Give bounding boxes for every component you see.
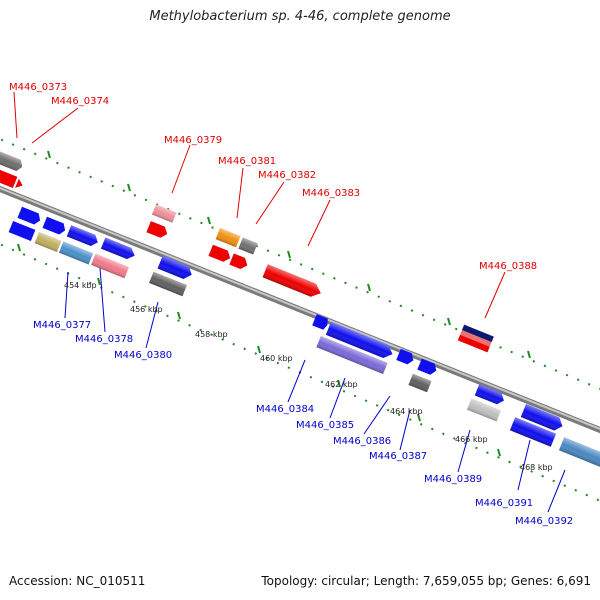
gene-label: M446_0389 [424,474,482,485]
gene-top-red-2 [146,221,168,238]
gene-M446_0385 [316,335,388,375]
gene-label: M446_0381 [218,156,276,167]
gene-M446_0379 [151,204,177,223]
gene-features [0,148,600,467]
gene-M446_0388 [457,324,494,353]
gene-M446_0384 [325,321,393,358]
gene-label: M446_0380 [114,350,172,361]
kbp-label: 460 kbp [260,354,293,363]
gene-label: M446_0383 [302,188,360,199]
gene-label: M446_0379 [164,135,222,146]
gene-label: M446_0374 [51,96,109,107]
genome-title: Methylobacterium sp. 4-46, complete geno… [149,9,451,24]
gene-top-red-4 [229,253,248,270]
gene-bottom-blue-6 [157,255,192,279]
kbp-label: 464 kbp [390,407,423,416]
kbp-label: 458 kbp [195,330,228,339]
gene-bottom-blue-1 [17,206,41,225]
gene-label: M446_0392 [515,516,573,527]
kbp-label: 466 kbp [455,435,488,444]
genome-backbone [0,185,600,434]
leader-lines-bottom [64,267,566,513]
kbp-label: 454 kbp [64,281,97,290]
leader-lines-top [13,91,506,319]
kbp-label: 468 kbp [520,463,553,472]
gene-M446_0387 [408,373,432,393]
gene-top-red-3 [208,244,231,262]
gene-label: M446_0385 [296,420,354,431]
gene-bottom-blue-7 [312,314,328,330]
genome-stats-text: Topology: circular; Length: 7,659,055 bp… [261,574,591,588]
gene-top-red-1 [0,168,23,189]
gene-M446_0383 [262,264,321,297]
gene-label: M446_0378 [75,334,133,345]
gene-M446_0392 [558,437,600,467]
gene-label: M446_0391 [475,498,533,509]
gene-M446_0391 [509,417,557,447]
kbp-label: 456 kbp [130,305,163,314]
tick-marks [17,150,531,457]
gene-bottom-steel [58,241,94,265]
gene-label: M446_0388 [479,261,537,272]
gene-label: M446_0386 [333,436,391,447]
gene-bottom-blue-4 [100,237,135,260]
gene-labels-top: M446_0373 M446_0374 M446_0379 M446_0381 … [9,82,537,272]
gene-label: M446_0384 [256,404,314,415]
accession-text: Accession: NC_010511 [9,574,146,588]
gene-bottom-blue-3 [66,225,98,247]
gene-label: M446_0382 [258,170,316,181]
gene-label: M446_0387 [369,451,427,462]
kbp-label: 462 kbp [325,380,358,389]
gene-M446_0380 [149,271,187,297]
gene-M446_0377 [34,231,62,253]
gene-M446_0386 [396,348,414,365]
gene-bottom-blue-10 [520,404,563,431]
gene-bottom-blue-8 [417,358,437,375]
gene-top-grey-1 [0,148,23,172]
gene-bottom-blue-2 [42,216,66,235]
kbp-labels: 454 kbp 456 kbp 458 kbp 460 kbp 462 kbp … [64,281,553,472]
gene-label: M446_0373 [9,82,67,93]
gene-M446_0381 [215,227,241,248]
gene-M446_0378 [91,253,129,279]
gene-M446_0382 [238,237,258,255]
gene-M446_0389 [466,398,502,422]
gene-labels-bottom: M446_0377 M446_0378 M446_0380 M446_0384 … [33,320,573,527]
gene-bottom-blue-5 [8,220,36,242]
gene-bottom-blue-9 [474,384,504,405]
gene-label: M446_0377 [33,320,91,331]
